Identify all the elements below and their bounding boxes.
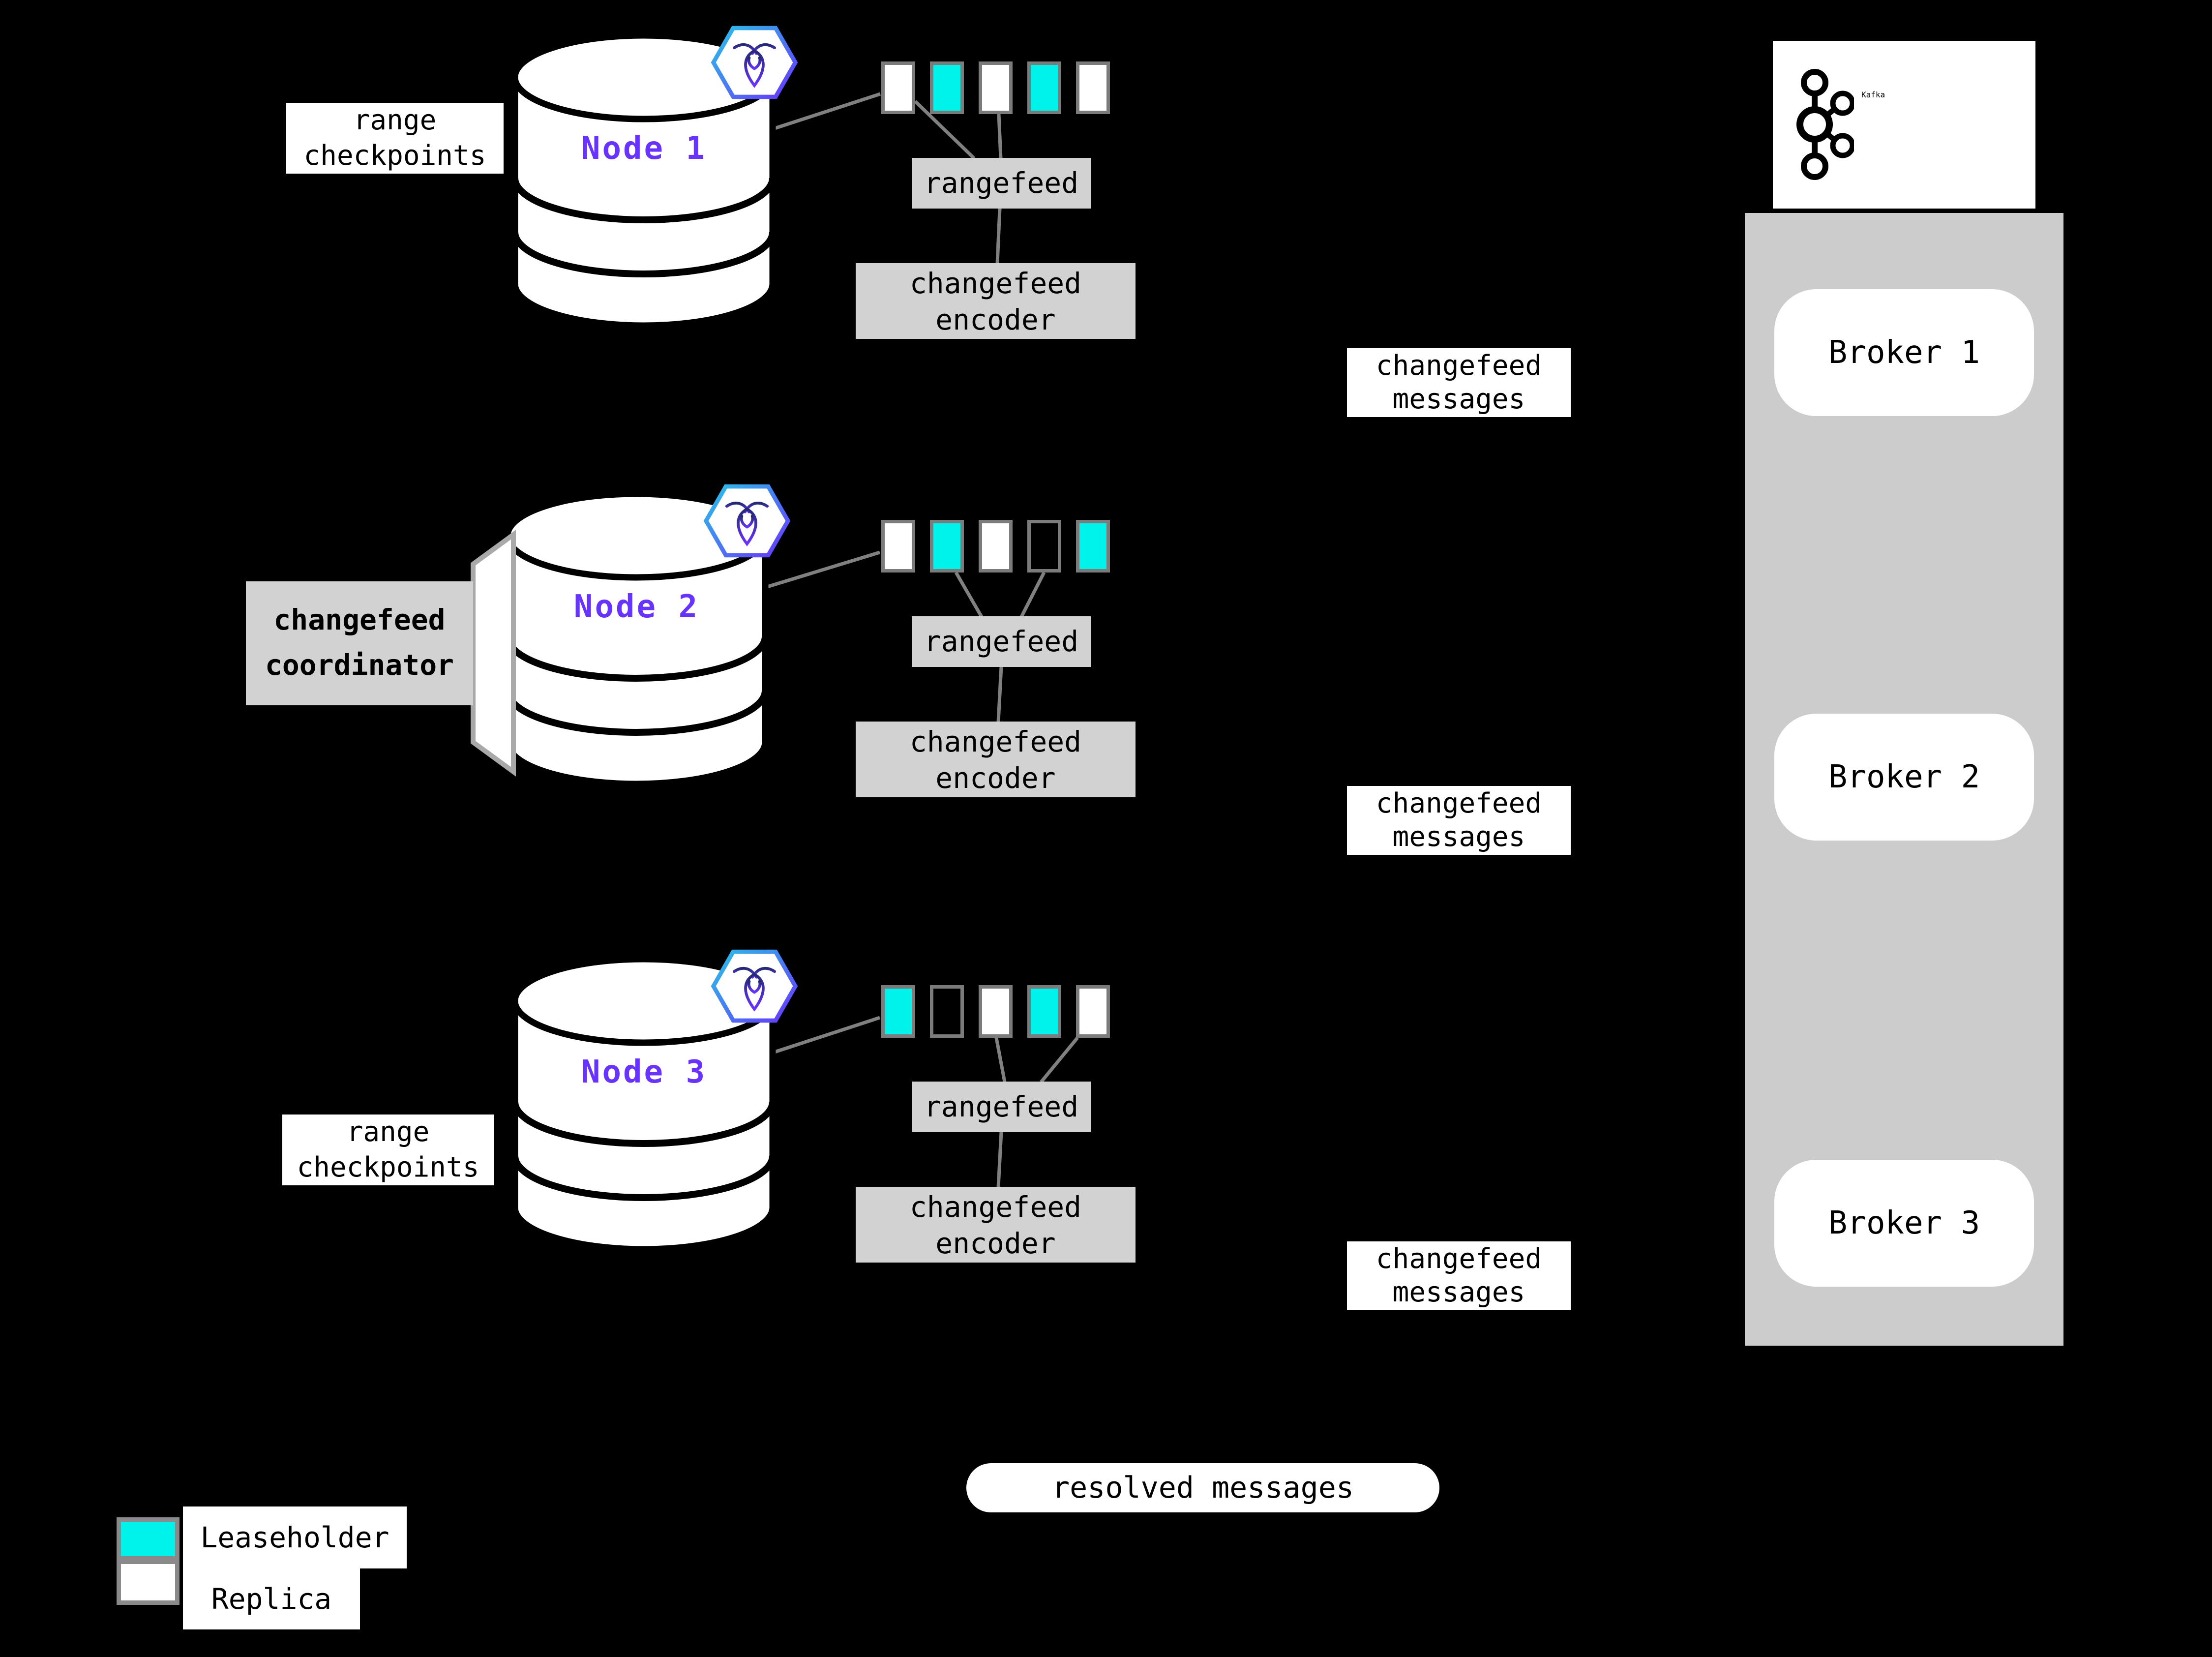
connector-range3-to-rangefeed3 (994, 1037, 1007, 1083)
node3-rangefeed-box: rangefeed (912, 1082, 1091, 1132)
changefeed-coordinator-box: changefeed coordinator (246, 581, 473, 705)
broker-1-box: Broker 1 (1774, 289, 2034, 416)
connector-range3-to-rangefeed1 (997, 114, 1003, 159)
kafka-logo-icon (1796, 69, 1854, 180)
connector-range5-to-rangefeed3 (1040, 1036, 1079, 1084)
node2-range-1 (881, 520, 915, 572)
node1-changefeed-encoder-box: changefeed encoder (856, 263, 1136, 339)
legend-replica-label: Replica (183, 1568, 360, 1629)
legend-leaseholder-label: Leaseholder (183, 1506, 407, 1568)
arrowhead-into-coordinator-icon (235, 635, 252, 651)
node1-range-2 (930, 61, 964, 114)
node3-label: Node 3 (581, 1054, 707, 1090)
connector-rangefeed1-to-encoder1 (995, 208, 1002, 264)
node1-database-cylinder (511, 32, 776, 329)
node3-range-3 (979, 985, 1013, 1038)
broker-3-box: Broker 3 (1774, 1160, 2034, 1287)
range-checkpoints-label-top: range checkpoints (286, 103, 504, 174)
node1-range-3 (979, 61, 1013, 114)
node3-range-2 (930, 985, 964, 1038)
connector-range4-to-rangefeed2 (1019, 572, 1046, 618)
connector-node1-to-range (772, 92, 881, 131)
node2-range-2 (930, 520, 964, 572)
node1-range-5 (1076, 61, 1110, 114)
coordinator-flag-shape (471, 530, 516, 777)
kafka-title: Kafka (1861, 90, 1885, 99)
changefeed-messages-label-1: changefeed messages (1347, 348, 1571, 417)
legend-replica-swatch (117, 1560, 179, 1605)
node1-range-1 (881, 61, 915, 114)
node1-label: Node 1 (581, 130, 707, 167)
connector-range2-to-rangefeed2 (954, 572, 984, 618)
kafka-header-box: Kafka (1773, 41, 2035, 209)
node3-database-cylinder (511, 956, 776, 1253)
connector-node2-to-range (765, 550, 881, 589)
node3-range-4 (1027, 985, 1061, 1038)
connector-node3-to-range (772, 1016, 881, 1054)
node2-range-5 (1076, 520, 1110, 572)
cockroachdb-logo-icon-node1 (711, 26, 798, 99)
broker-2-box: Broker 2 (1774, 714, 2034, 841)
node3-changefeed-encoder-box: changefeed encoder (856, 1187, 1136, 1263)
cockroachdb-logo-icon-node2 (703, 484, 791, 558)
range-checkpoints-label-bottom: range checkpoints (282, 1115, 494, 1185)
node2-changefeed-encoder-box: changefeed encoder (856, 722, 1136, 797)
node1-rangefeed-box: rangefeed (912, 158, 1091, 209)
node2-range-4 (1027, 520, 1061, 572)
node2-rangefeed-box: rangefeed (912, 616, 1091, 667)
cockroachdb-logo-icon-node3 (711, 949, 798, 1023)
node2-label: Node 2 (573, 589, 700, 625)
node2-range-3 (979, 520, 1013, 572)
connector-rangefeed3-to-encoder3 (996, 1132, 1003, 1188)
legend-leaseholder-swatch (117, 1517, 179, 1561)
node3-range-1 (881, 985, 915, 1038)
connector-range1-to-rangefeed1 (914, 100, 976, 160)
resolved-messages-pill: resolved messages (966, 1463, 1439, 1512)
connector-rangefeed2-to-encoder2 (996, 666, 1003, 723)
node3-range-5 (1076, 985, 1110, 1038)
changefeed-messages-label-2: changefeed messages (1347, 786, 1571, 855)
node2-database-cylinder (504, 490, 769, 787)
changefeed-messages-label-3: changefeed messages (1347, 1241, 1571, 1310)
node1-range-4 (1027, 61, 1061, 114)
